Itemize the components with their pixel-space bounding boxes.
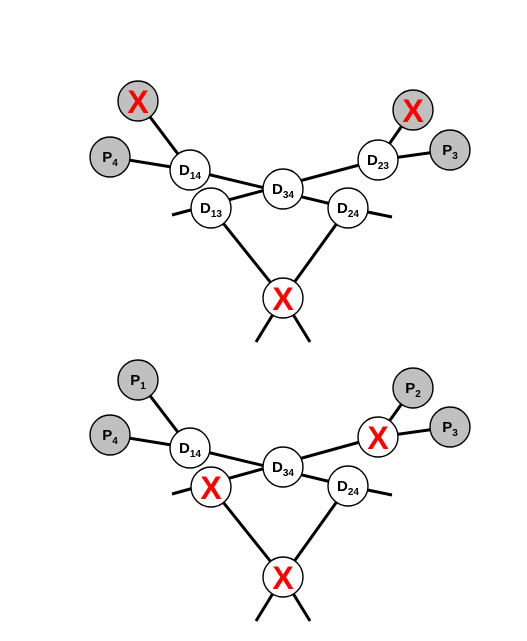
node-subscript: 3 — [452, 428, 458, 439]
pattern-node-p3: P3 — [429, 406, 471, 448]
node-subscript: 23 — [378, 161, 390, 172]
x-mark: X — [402, 93, 424, 129]
top-diagram: X P4 X P3 D14 D13 — [89, 80, 471, 343]
svg-text:P1: P1 — [130, 372, 146, 392]
pattern-node-x: X — [117, 80, 159, 122]
node-subscript: 4 — [112, 436, 118, 447]
diode-node-d24: D24 — [327, 465, 369, 507]
diode-node-d13: D13 — [190, 187, 232, 229]
svg-text:D23: D23 — [367, 152, 389, 172]
svg-text:P2: P2 — [405, 380, 421, 400]
node-subscript: 34 — [283, 190, 295, 201]
node-subscript: 14 — [190, 449, 202, 460]
node-label: D — [337, 200, 348, 217]
node-label: P — [442, 142, 452, 159]
x-mark: X — [200, 470, 222, 506]
pattern-node-p2: P2 — [392, 367, 434, 409]
diode-node-d24: D24 — [327, 187, 369, 229]
diode-node-d34: D34 — [262, 168, 304, 210]
node-subscript: 14 — [190, 171, 202, 182]
node-subscript: 13 — [211, 209, 223, 220]
node-label: P — [405, 380, 415, 397]
node-label: D — [272, 181, 283, 198]
pattern-node-p1: P1 — [117, 359, 159, 401]
diode-node-d14: D14 — [169, 427, 211, 469]
diode-node-x: X — [262, 556, 304, 598]
svg-text:D34: D34 — [272, 181, 294, 201]
x-mark: X — [272, 560, 294, 596]
node-label: D — [179, 162, 190, 179]
node-label: D — [179, 440, 190, 457]
node-label: D — [272, 459, 283, 476]
svg-text:P4: P4 — [102, 149, 118, 169]
diode-node-x: X — [190, 466, 232, 508]
x-mark: X — [127, 84, 149, 120]
x-mark: X — [272, 281, 294, 317]
pattern-node-x: X — [392, 89, 434, 131]
node-label: D — [200, 200, 211, 217]
diode-node-d34: D34 — [262, 446, 304, 488]
diode-node-x: X — [357, 416, 399, 458]
node-label: P — [102, 149, 112, 166]
node-label: D — [367, 152, 378, 169]
svg-text:P3: P3 — [442, 419, 458, 439]
svg-text:D24: D24 — [337, 478, 359, 498]
svg-text:P3: P3 — [442, 142, 458, 162]
node-label: P — [442, 419, 452, 436]
svg-text:D13: D13 — [200, 200, 222, 220]
node-label: P — [130, 372, 140, 389]
node-subscript: 34 — [283, 468, 295, 479]
x-mark: X — [367, 420, 389, 456]
node-subscript: 1 — [140, 381, 146, 392]
svg-text:D14: D14 — [179, 440, 201, 460]
diode-node-d14: D14 — [169, 149, 211, 191]
pattern-node-p3: P3 — [429, 129, 471, 171]
svg-text:D34: D34 — [272, 459, 294, 479]
bottom-diagram: P1 P4 P2 P3 D14 — [89, 359, 471, 622]
svg-text:D24: D24 — [337, 200, 359, 220]
node-subscript: 2 — [415, 389, 421, 400]
node-label: P — [102, 427, 112, 444]
node-subscript: 4 — [112, 158, 118, 169]
pattern-node-p4: P4 — [89, 136, 131, 178]
node-label: D — [337, 478, 348, 495]
node-subscript: 3 — [452, 151, 458, 162]
node-subscript: 24 — [348, 209, 360, 220]
diode-node-d23: D23 — [357, 139, 399, 181]
pattern-node-p4: P4 — [89, 414, 131, 456]
diode-node-x: X — [262, 277, 304, 319]
svg-text:P4: P4 — [102, 427, 118, 447]
node-subscript: 24 — [348, 487, 360, 498]
svg-text:D14: D14 — [179, 162, 201, 182]
